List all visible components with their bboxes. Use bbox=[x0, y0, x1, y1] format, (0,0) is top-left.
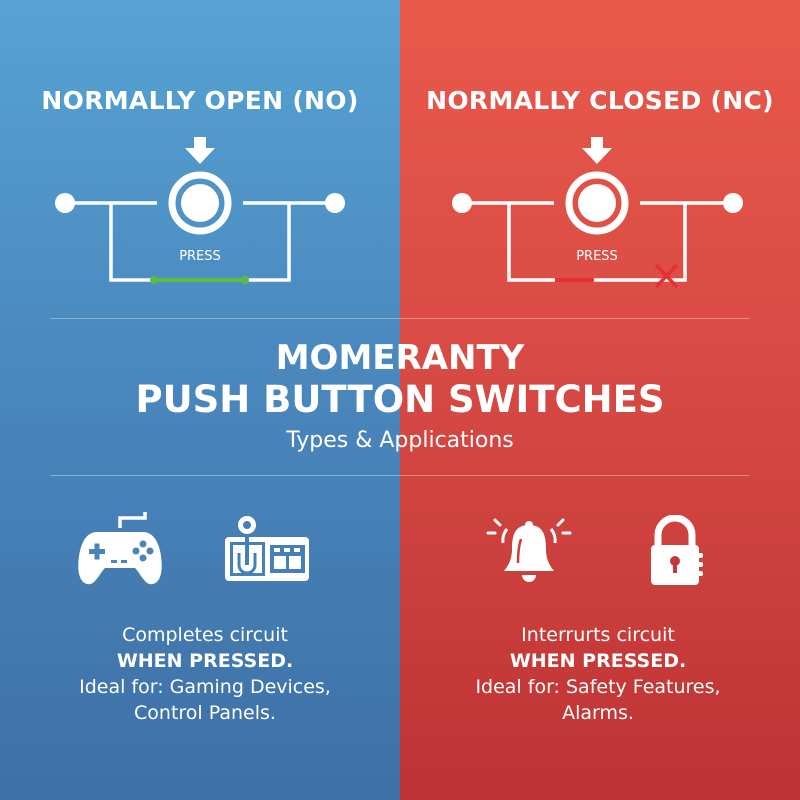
control-panel-icon bbox=[225, 516, 309, 581]
push-button-icon bbox=[565, 171, 629, 235]
no-heading: NORMALLY OPEN (NO) bbox=[41, 86, 359, 115]
nc-desc-line1: Interrurts circuit bbox=[521, 624, 675, 646]
divider-top bbox=[50, 318, 750, 319]
nc-desc-line2: WHEN PRESSED. bbox=[509, 650, 687, 672]
press-label: PRESS bbox=[179, 249, 221, 264]
nc-circuit-diagram: PRESS bbox=[452, 137, 743, 289]
title-line-2: PUSH BUTTON SWITCHES bbox=[135, 378, 665, 421]
push-button-icon bbox=[168, 171, 232, 235]
no-description: Completes circuit WHEN PRESSED. Ideal fo… bbox=[5, 622, 405, 726]
divider-bottom bbox=[50, 475, 750, 476]
title-line-1: MOMERANTY bbox=[275, 338, 525, 378]
no-desc-line1: Completes circuit bbox=[122, 624, 288, 646]
alarm-bell-icon bbox=[486, 518, 572, 582]
nc-desc-line3: Ideal for: Safety Features, bbox=[475, 676, 721, 698]
down-arrow-icon bbox=[582, 137, 612, 164]
nc-desc-line4: Alarms. bbox=[562, 702, 634, 724]
padlock-icon bbox=[651, 515, 703, 585]
nc-heading: NORMALLY CLOSED (NC) bbox=[426, 86, 774, 115]
x-mark-icon bbox=[654, 263, 679, 289]
press-label: PRESS bbox=[576, 249, 618, 264]
down-arrow-icon bbox=[185, 137, 215, 164]
normally-open-panel bbox=[0, 0, 400, 800]
nc-description: Interrurts circuit WHEN PRESSED. Ideal f… bbox=[398, 622, 798, 726]
subtitle: Types & Applications bbox=[286, 428, 514, 453]
no-circuit-diagram: PRESS bbox=[55, 137, 345, 284]
no-desc-line3: Ideal for: Gaming Devices, bbox=[79, 676, 331, 698]
gamepad-icon bbox=[78, 512, 162, 585]
no-desc-line4: Control Panels. bbox=[134, 702, 276, 724]
closed-contact-line bbox=[150, 276, 249, 284]
no-desc-line2: WHEN PRESSED. bbox=[116, 650, 294, 672]
normally-closed-panel bbox=[400, 0, 800, 800]
